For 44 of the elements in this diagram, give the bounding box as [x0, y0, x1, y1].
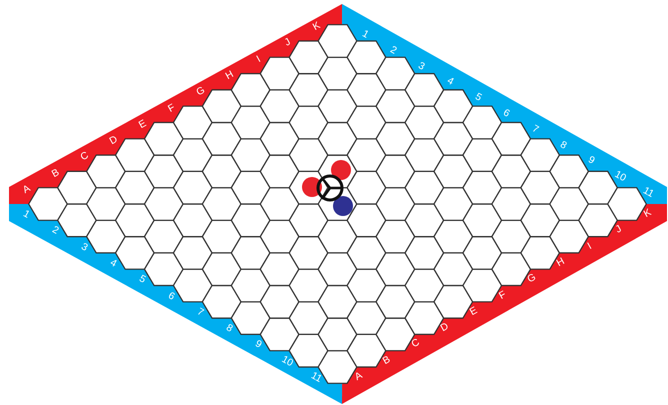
coordinate-label: 3 — [416, 60, 426, 72]
coordinate-label: F — [166, 102, 177, 114]
coordinate-label: 2 — [388, 45, 398, 57]
coordinate-label: C — [79, 151, 90, 164]
coordinate-label: C — [410, 338, 422, 351]
coordinate-label: D — [108, 134, 120, 148]
coordinate-label: 1 — [360, 29, 370, 41]
coordinate-label: H — [224, 70, 236, 82]
coordinate-label: A — [353, 371, 364, 383]
coordinate-label: 10 — [612, 170, 627, 184]
coordinate-label: K — [311, 21, 322, 33]
coordinate-label: 6 — [166, 290, 176, 302]
coordinate-label: 11 — [641, 186, 655, 200]
coordinate-label: 2 — [50, 226, 60, 238]
coordinate-label: 9 — [252, 340, 262, 352]
coordinate-label: 5 — [136, 274, 147, 286]
coordinate-label: G — [194, 86, 207, 98]
coordinate-label: A — [22, 184, 32, 196]
coordinate-label: 4 — [444, 76, 454, 88]
coordinate-label: B — [50, 168, 62, 180]
coordinate-label: 11 — [308, 371, 322, 385]
coordinate-label: 6 — [501, 108, 512, 120]
coordinate-label: K — [642, 208, 654, 220]
coordinate-label: F — [498, 290, 508, 302]
coordinate-label: 9 — [586, 156, 596, 168]
coordinate-label: 7 — [530, 124, 540, 136]
coordinate-label: 10 — [279, 354, 294, 369]
coordinate-label: 1 — [21, 209, 31, 221]
coordinate-label: I — [586, 242, 594, 252]
coordinate-label: D — [440, 322, 451, 334]
coordinate-label: 3 — [79, 242, 89, 254]
coordinate-label: G — [526, 272, 538, 286]
coordinate-label: J — [282, 38, 292, 49]
coordinate-label: 7 — [194, 307, 205, 319]
coordinate-label: B — [382, 354, 393, 367]
coordinate-label: J — [614, 224, 624, 236]
coordinate-label: E — [468, 306, 480, 318]
coordinate-label: 4 — [108, 258, 118, 270]
coordinate-label: H — [556, 256, 567, 270]
coordinate-label: I — [254, 54, 262, 65]
coordinate-label: E — [137, 118, 148, 131]
coordinate-label: 8 — [558, 140, 568, 152]
coordinate-label: 5 — [473, 92, 483, 104]
coordinate-label: 8 — [224, 323, 234, 335]
